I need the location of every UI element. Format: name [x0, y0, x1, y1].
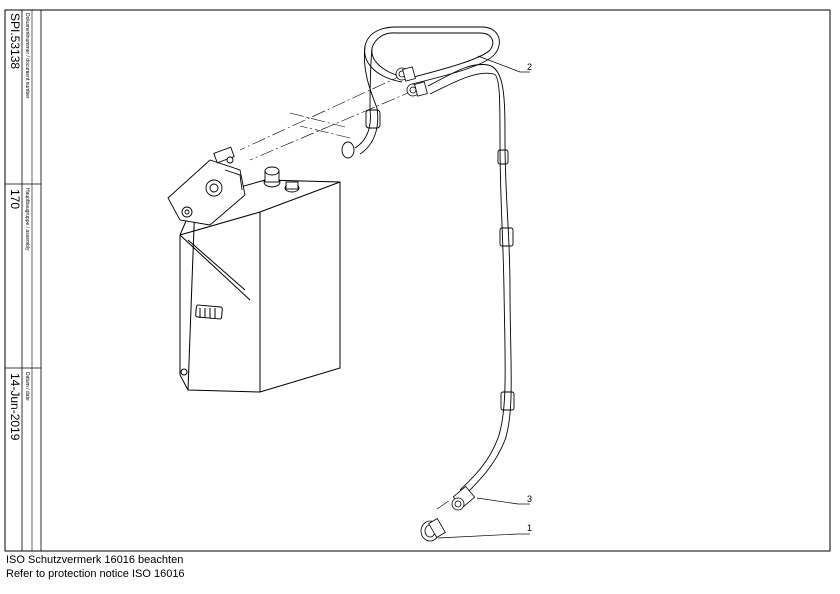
pump-valve-block: [167, 146, 246, 226]
drawing-frame: [4, 9, 831, 552]
callout-3: 3: [527, 494, 532, 504]
adapter-fitting-1: [420, 518, 446, 542]
protection-notice-de: ISO Schutzvermerk 16016 beachten: [6, 554, 184, 566]
title-block: SPI.53138 Dokumentnummer / document numb…: [5, 10, 41, 551]
hose-2-fittings: [395, 66, 428, 97]
hose-3-fitting: [451, 485, 476, 511]
tank-filler-caps: [263, 166, 300, 193]
hose-assembly-3: [427, 64, 515, 496]
protection-notice-en: Refer to protection notice ISO 16016: [6, 568, 185, 580]
callout-1: 1: [527, 523, 532, 533]
assembly-number: 170: [8, 189, 22, 210]
date-label: Datum / date: [24, 372, 30, 401]
callout-2: 2: [527, 62, 532, 72]
document-number-label: Dokumentnummer / document number: [24, 13, 30, 99]
callout-leaders: [437, 55, 530, 539]
document-number: SPI.53138: [8, 13, 22, 70]
drawing-date: 14-Jun-2019: [8, 373, 22, 441]
centerlines: [239, 73, 451, 510]
hydraulic-tank: [179, 179, 341, 393]
assembly-label: Hauptbaugruppe / assembly: [24, 188, 30, 251]
hose-assembly-2: [341, 26, 500, 159]
